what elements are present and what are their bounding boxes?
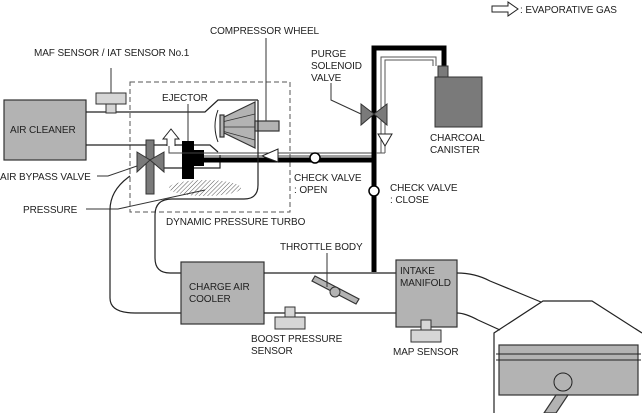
purge-solenoid-valve: PURGE SOLENOID VALVE bbox=[311, 49, 388, 127]
charge-air-cooler: CHARGE AIR COOLER bbox=[180, 261, 265, 325]
pressure-zone: PRESSURE bbox=[23, 180, 241, 216]
purge-solenoid-valve-label-3: VALVE bbox=[311, 73, 342, 84]
check-valve-open: CHECK VALVE : OPEN bbox=[294, 152, 362, 196]
intake-manifold-label-2: MANIFOLD bbox=[400, 278, 451, 289]
charge-air-cooler-label-1: CHARGE AIR bbox=[189, 282, 250, 293]
boost-pressure-sensor-label-1: BOOST PRESSURE bbox=[251, 334, 343, 345]
throttle-body-label: THROTTLE BODY bbox=[280, 242, 363, 253]
charcoal-canister: CHARCOAL CANISTER bbox=[430, 65, 485, 156]
dynamic-pressure-turbo-label: DYNAMIC PRESSURE TURBO bbox=[166, 217, 306, 228]
intake-manifold-label-1: INTAKE bbox=[400, 266, 435, 277]
check-valve-close: CHECK VALVE : CLOSE bbox=[368, 183, 458, 206]
air-cleaner: AIR CLEANER bbox=[3, 99, 87, 161]
check-valve-open-label: CHECK VALVE bbox=[294, 173, 362, 184]
ejector: EJECTOR bbox=[161, 93, 300, 179]
charcoal-canister-label-1: CHARCOAL bbox=[430, 133, 485, 144]
maf-sensor-label: MAF SENSOR / IAT SENSOR No.1 bbox=[34, 48, 190, 59]
check-valve-open-state: : OPEN bbox=[294, 185, 327, 196]
legend: : EVAPORATIVE GAS bbox=[491, 1, 617, 17]
engine-cylinder bbox=[493, 300, 642, 413]
intake-manifold: INTAKE MANIFOLD bbox=[395, 259, 458, 328]
air-bypass-valve: AIR BYPASS VALVE bbox=[0, 139, 165, 195]
charge-air-cooler-label-2: COOLER bbox=[189, 294, 231, 305]
purge-solenoid-valve-label-1: PURGE bbox=[311, 49, 346, 60]
purge-solenoid-valve-label-2: SOLENOID bbox=[311, 61, 362, 72]
check-valve-close-state: : CLOSE bbox=[390, 195, 429, 206]
air-bypass-valve-label: AIR BYPASS VALVE bbox=[0, 172, 91, 183]
check-valve-close-label: CHECK VALVE bbox=[390, 183, 458, 194]
air-cleaner-label: AIR CLEANER bbox=[10, 125, 76, 136]
maf-sensor: MAF SENSOR / IAT SENSOR No.1 bbox=[34, 48, 190, 114]
boost-pressure-sensor-label-2: SENSOR bbox=[251, 346, 293, 357]
compressor-wheel: COMPRESSOR WHEEL bbox=[210, 26, 320, 149]
map-sensor: MAP SENSOR bbox=[393, 319, 459, 358]
pressure-label: PRESSURE bbox=[23, 205, 78, 216]
compressor-wheel-label: COMPRESSOR WHEEL bbox=[210, 26, 320, 37]
dynamic-pressure-turbo-boundary bbox=[129, 81, 291, 213]
ejector-label: EJECTOR bbox=[162, 93, 208, 104]
hollow-arrow-icon bbox=[491, 1, 519, 17]
legend-label: : EVAPORATIVE GAS bbox=[520, 5, 617, 16]
map-sensor-label: MAP SENSOR bbox=[393, 347, 459, 358]
charcoal-canister-label-2: CANISTER bbox=[430, 145, 480, 156]
boost-pressure-sensor: BOOST PRESSURE SENSOR bbox=[251, 306, 343, 357]
throttle-body: THROTTLE BODY bbox=[280, 242, 363, 305]
